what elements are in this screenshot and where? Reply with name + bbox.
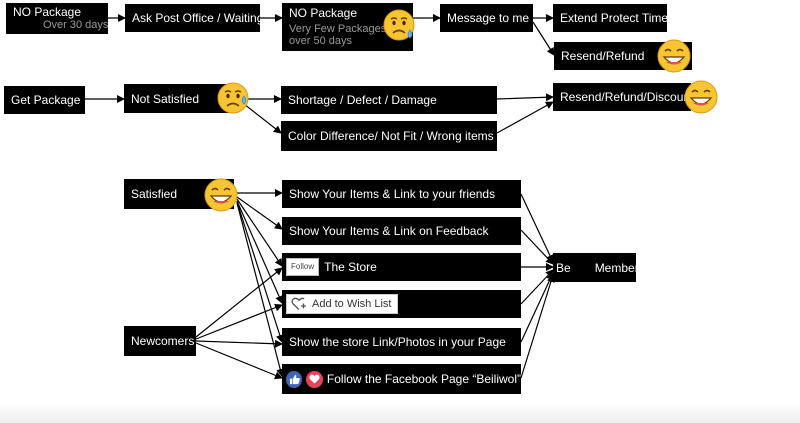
node-message-to-me: Message to me: [440, 4, 533, 32]
arrow-new-to-store: [195, 267, 283, 338]
arrow-sat-to-storelink: [236, 201, 284, 343]
node-no-package-30: NO Package Over 30 days: [6, 3, 108, 34]
heart-outline-plus-icon: [291, 297, 306, 310]
arrow-wish-to-member: [520, 269, 554, 305]
node-be-member: Be Member: [553, 253, 636, 282]
node-label: Newcomers: [131, 334, 195, 348]
thumbs-up-icon: [286, 370, 303, 388]
sad-sweat-face-icon: [383, 9, 415, 41]
grinning-face-icon: [657, 39, 691, 73]
node-color-difference: Color Difference/ Not Fit / Wrong items: [281, 121, 497, 151]
node-label: Satisfied: [131, 187, 178, 201]
arrow-new-to-storelink: [195, 339, 283, 348]
node-subtitle-line2: over 50 days: [289, 35, 352, 47]
heart-icon: [306, 370, 323, 388]
arrow-facebook-to-member: [520, 274, 555, 379]
follow-button[interactable]: Follow: [286, 258, 320, 276]
node-label: Resend/Refund/Discount: [560, 90, 691, 104]
arrow-sat-to-wish: [236, 200, 283, 304]
node-resend-refund-discount: Resend/Refund/Discount: [553, 83, 691, 111]
node-label: Show Your Items & Link on Feedback: [289, 224, 489, 238]
node-follow-the-store: Follow The Store: [282, 253, 521, 281]
node-get-package: Get Package: [4, 86, 85, 114]
wish-list-label: Add to Wish List: [312, 298, 392, 310]
sad-sweat-face-icon: [217, 82, 249, 114]
arrow-sat-to-store: [236, 198, 283, 267]
node-follow-facebook: Follow the Facebook Page “Beiliwol”: [282, 364, 521, 394]
node-shortage-defect-damage: Shortage / Defect / Damage: [281, 86, 497, 114]
node-show-store-link: Show the store Link/Photos in your Page: [282, 328, 521, 356]
node-label: Resend/Refund: [561, 49, 645, 63]
node-label: Not Satisfied: [131, 91, 200, 106]
arrow-friends-to-member: [520, 193, 554, 263]
node-label: Show Your Items & Link to your friends: [289, 187, 496, 201]
arrow-new-to-wish: [195, 303, 283, 340]
arrow-color-to-resend: [496, 101, 554, 134]
arrow-new-to-facebook: [195, 342, 283, 380]
node-title: NO Package: [289, 6, 358, 20]
node-title: NO Package: [13, 5, 82, 19]
grinning-face-icon: [204, 178, 238, 212]
node-label: Get Package: [11, 93, 81, 107]
arrow-message-to-resend: [532, 21, 555, 56]
node-extend-protect: Extend Protect Time: [553, 4, 667, 32]
node-label: Shortage / Defect / Damage: [288, 93, 437, 107]
grinning-face-icon: [684, 80, 718, 114]
node-add-to-wish-list: Add to Wish List: [282, 290, 521, 318]
node-label-be: Be: [556, 260, 571, 275]
node-label: Extend Protect Time: [560, 11, 667, 25]
node-show-items-friends: Show Your Items & Link to your friends: [282, 180, 521, 208]
node-label: Ask Post Office / Waiting: [132, 11, 260, 25]
node-label: Color Difference/ Not Fit / Wrong items: [288, 129, 494, 143]
bottom-gradient: [0, 403, 800, 423]
node-subtitle-line1: Very Few Packages: [289, 23, 387, 35]
arrow-notsat-to-color: [243, 103, 282, 134]
node-label: Follow the Facebook Page “Beiliwol”: [326, 372, 521, 386]
arrow-shortage-to-resend: [496, 93, 554, 102]
node-label: Show the store Link/Photos in your Page: [289, 335, 506, 349]
node-subtitle: Over 30 days: [43, 19, 108, 31]
node-not-satisfied: Not Satisfied: [124, 84, 229, 113]
node-newcomers: Newcomers: [124, 326, 196, 356]
node-show-items-feedback: Show Your Items & Link on Feedback: [282, 217, 521, 245]
node-label: Message to me: [447, 11, 530, 25]
node-ask-post-office: Ask Post Office / Waiting: [125, 4, 260, 32]
arrow-sat-to-facebook: [236, 202, 285, 377]
node-label-member: Member: [594, 260, 636, 275]
arrow-sat-to-feedback: [236, 196, 283, 230]
node-label: The Store: [324, 260, 377, 274]
arrow-feedback-to-member: [520, 229, 554, 265]
arrow-storelink-to-member: [520, 272, 554, 343]
add-to-wish-list-button[interactable]: Add to Wish List: [286, 294, 399, 314]
